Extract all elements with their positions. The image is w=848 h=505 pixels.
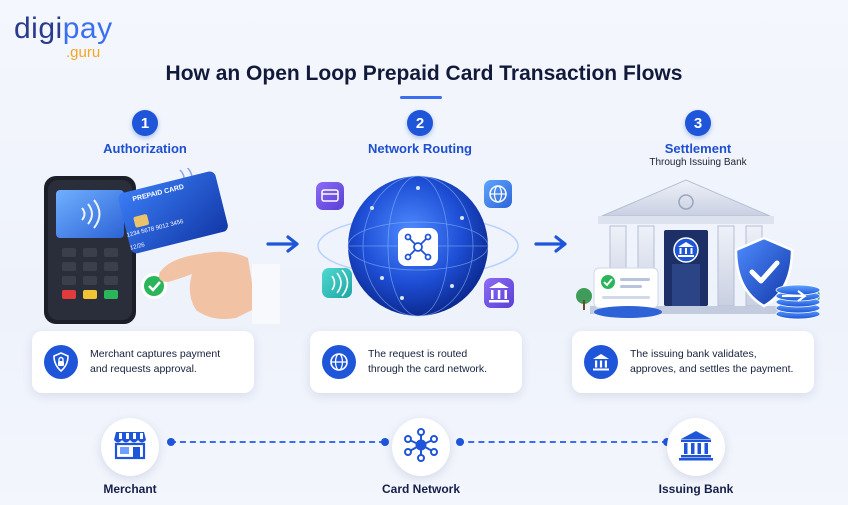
step-2-title: Network Routing (368, 141, 472, 156)
step-3-description-line1: The issuing bank validates, (630, 348, 757, 360)
connector-dot (456, 438, 464, 446)
network-icon (404, 427, 438, 467)
logo-text-digi: digi (14, 12, 63, 45)
pos-payment-illustration: PREPAID CARD 1234 5678 9012 3456 12/26 (30, 165, 280, 328)
step-2-description-line2: through the card network. (368, 363, 488, 375)
shield-lock-icon (44, 345, 78, 379)
page-title: How an Open Loop Prepaid Card Transactio… (165, 62, 683, 85)
step-1-description-card: Merchant captures payment and requests a… (32, 331, 254, 393)
flow-arrow-1 (266, 234, 302, 259)
step-3-number: 3 (685, 110, 711, 136)
connector-dot (381, 438, 389, 446)
card-network-node (392, 418, 450, 476)
step-3-title: Settlement (664, 141, 732, 156)
merchant-label: Merchant (103, 482, 157, 496)
logo-text-guru: .guru (66, 44, 101, 61)
step-3-subtitle: Through Issuing Bank (649, 157, 747, 168)
step-2-description-line1: The request is routed (368, 348, 468, 360)
bank-icon (679, 429, 713, 466)
step-1-title: Authorization (103, 141, 187, 156)
card-network-label: Card Network (381, 482, 461, 496)
step-1-description-line2: and requests approval. (90, 363, 197, 375)
step-3-description-card: The issuing bank validates, approves, an… (572, 331, 814, 393)
title-underline (400, 96, 442, 99)
issuing-bank-node (667, 418, 725, 476)
flow-arrow-2 (534, 234, 570, 259)
network-globe-illustration (312, 168, 524, 328)
step-2-description-card: The request is routed through the card n… (310, 331, 522, 393)
bank-icon (584, 345, 618, 379)
step-3-description-line2: approves, and settles the payment. (630, 363, 794, 375)
bank-building-illustration (576, 172, 822, 328)
step-1-description-line1: Merchant captures payment (90, 348, 221, 360)
step-2-number: 2 (407, 110, 433, 136)
globe-icon (322, 345, 356, 379)
store-icon (113, 430, 147, 465)
merchant-node (101, 418, 159, 476)
step-1-number: 1 (132, 110, 158, 136)
issuing-bank-label: Issuing Bank (658, 482, 734, 496)
connector-dot (167, 438, 175, 446)
logo-text-pay: pay (62, 12, 113, 45)
flow-connector-left (170, 441, 385, 443)
digipay-logo: digipay .guru (14, 12, 113, 62)
flow-connector-right (458, 441, 668, 443)
